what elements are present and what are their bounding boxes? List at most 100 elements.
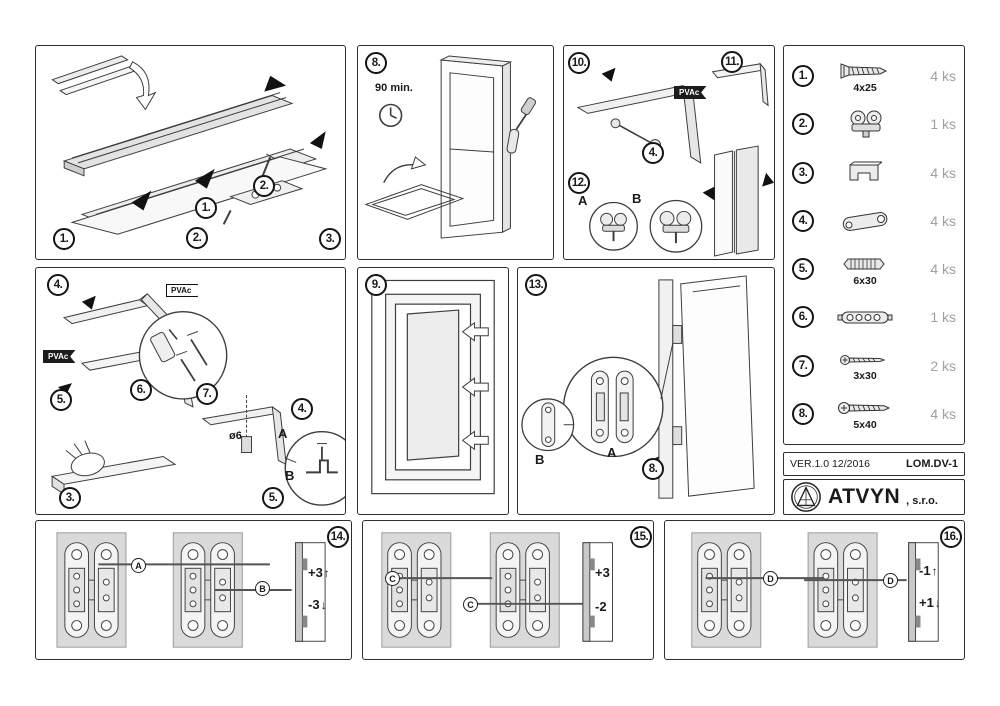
- part-badge-4: 4.: [291, 398, 313, 420]
- hinge-adjust-side-illustration: [56, 532, 326, 648]
- step-badge-3: 3.: [319, 228, 341, 250]
- part-badge-2: 2.: [253, 175, 275, 197]
- countersunk-screw-icon: [840, 62, 888, 79]
- part-row: 2. 1 ks: [792, 100, 956, 148]
- pan-screw-icon: [840, 355, 886, 366]
- part-qty-label: 4 ks: [930, 405, 956, 422]
- part-row: 8. 5x40 4 ks: [792, 390, 956, 438]
- part-row: 4. 4 ks: [792, 197, 956, 245]
- part-number-badge: 6.: [792, 306, 814, 329]
- adjustment-down-label: -3: [308, 597, 320, 612]
- part-row: 1. 4x25 4 ks: [792, 52, 956, 100]
- track-guide-icon: [837, 311, 893, 324]
- part-badge-8: 8.: [642, 458, 664, 480]
- part-size-label: 5x40: [853, 419, 877, 432]
- part-figure: 3x30: [818, 349, 912, 382]
- adjustment-up: +3 ↑: [308, 565, 330, 580]
- adjustment-down: -2: [595, 599, 607, 614]
- panel-step-9: 9.: [357, 267, 509, 515]
- dowel-icon: [843, 258, 885, 270]
- step-badge-6: 6.: [130, 379, 152, 401]
- direction-arrows: [131, 75, 326, 211]
- part-qty-label: 4 ks: [930, 164, 956, 181]
- part-figure: [818, 109, 912, 139]
- adjustment-up-label: +3: [308, 565, 323, 580]
- part-number-badge: 7.: [792, 354, 814, 377]
- part-number-badge: 4.: [792, 209, 814, 232]
- part-badge-5: 5.: [262, 487, 284, 509]
- version-box: VER.1.0 12/2016 LOM.DV-1: [783, 452, 965, 476]
- hinge-lineart: [521, 275, 755, 499]
- version-label: VER.1.0 12/2016: [790, 458, 870, 470]
- brand-logo-icon: [791, 482, 821, 512]
- pvac-glue-flag-left: PVAc: [43, 350, 76, 363]
- roller-details-illustration: [576, 62, 774, 257]
- step-badge-10: 10.: [568, 52, 590, 74]
- tool-label-c1: C: [385, 571, 400, 586]
- step-badge-13: 13.: [525, 274, 547, 296]
- magnifier-circle-bottom: [284, 430, 345, 506]
- panel-step-13: 13. A B 8.: [517, 267, 775, 515]
- brand-suffix: , s.r.o.: [906, 495, 938, 507]
- tool-label-d2: D: [883, 573, 898, 588]
- parts-list-panel: 1. 4x25 4 ks: [783, 45, 965, 445]
- part-size-label: 6x30: [853, 274, 877, 287]
- push-arrows: [461, 321, 489, 451]
- panel-step-16: 16. D D -1 ↑ +1 ↓: [664, 520, 965, 660]
- time-label: 90 min.: [375, 82, 413, 94]
- part-badge-4: 4.: [642, 142, 664, 164]
- part-badge-1: 1.: [195, 197, 217, 219]
- roller-carriage-icon: [850, 110, 882, 138]
- part-number-badge: 3.: [792, 161, 814, 184]
- panel-steps-10-12: 10. 11. PVAc 4. 12. A B: [563, 45, 775, 260]
- panel-steps-1-3: 1. 2. 1. 2. 3.: [35, 45, 346, 260]
- logo-box: ATVYN , s.r.o.: [783, 479, 965, 515]
- detail-label-b: B: [535, 452, 545, 467]
- profiles-illustration: [51, 55, 328, 235]
- part-size-label: 4x25: [853, 81, 877, 94]
- part-number-badge: 5.: [792, 258, 814, 281]
- tool-label-c2: C: [463, 597, 478, 612]
- step-badge-4: 4.: [47, 274, 69, 296]
- brand-name: ATVYN: [828, 485, 901, 508]
- magnifier-circle: [562, 356, 664, 458]
- part-number-badge: 8.: [792, 402, 814, 425]
- panel-step-14: 14. A B +3 ↑ -3 ↓: [35, 520, 352, 660]
- drill-size-label: ø6: [229, 430, 242, 442]
- part-qty-label: 4 ks: [930, 261, 956, 278]
- up-arrow-icon: ↑: [323, 565, 330, 580]
- part-number-badge: 2.: [792, 113, 814, 136]
- frame-install-illustration: [371, 279, 495, 495]
- detail-label-b: B: [285, 468, 295, 483]
- adjustment-up: -1 ↑: [919, 563, 938, 578]
- direction-arrows: [601, 67, 774, 201]
- adjustment-down-label: +1: [919, 595, 934, 610]
- part-figure: [818, 207, 912, 235]
- adjustment-down-label: -2: [595, 599, 607, 614]
- down-arrow-icon: ↓: [320, 597, 327, 612]
- step-badge-1: 1.: [53, 228, 75, 250]
- step-badge-15: 15.: [630, 526, 652, 548]
- door-glue-lineart: [364, 55, 537, 239]
- step-badge-16: 16.: [940, 526, 962, 548]
- detail-label-b: B: [632, 191, 642, 206]
- step-badge-2: 2.: [186, 227, 208, 249]
- down-arrow-icon: ↓: [934, 595, 941, 610]
- step-badge-7: 7.: [196, 383, 218, 405]
- corner-lineart: [50, 293, 345, 506]
- part-size-label: 3x30: [853, 370, 877, 383]
- part-number-badge: 1.: [792, 65, 814, 88]
- part-figure: 4x25: [818, 59, 912, 94]
- tool-label-d1: D: [763, 571, 778, 586]
- panel-steps-4-7: 4. PVAc PVAc 5. 6. 7. 3. ø6 A B 4. 5.: [35, 267, 346, 515]
- adjustment-down: +1 ↓: [919, 595, 941, 610]
- up-arrow-icon: ↑: [931, 563, 938, 578]
- hinge-adjust-height-illustration: [381, 532, 613, 648]
- part-row: 6. 1 ks: [792, 293, 956, 341]
- detail-label-a: A: [278, 426, 288, 441]
- panel-step-15: 15. C C +3 -2: [362, 520, 654, 660]
- detail-label-a: A: [607, 445, 617, 460]
- part-badge-3: 3.: [59, 487, 81, 509]
- corner-assembly-illustration: [50, 293, 345, 506]
